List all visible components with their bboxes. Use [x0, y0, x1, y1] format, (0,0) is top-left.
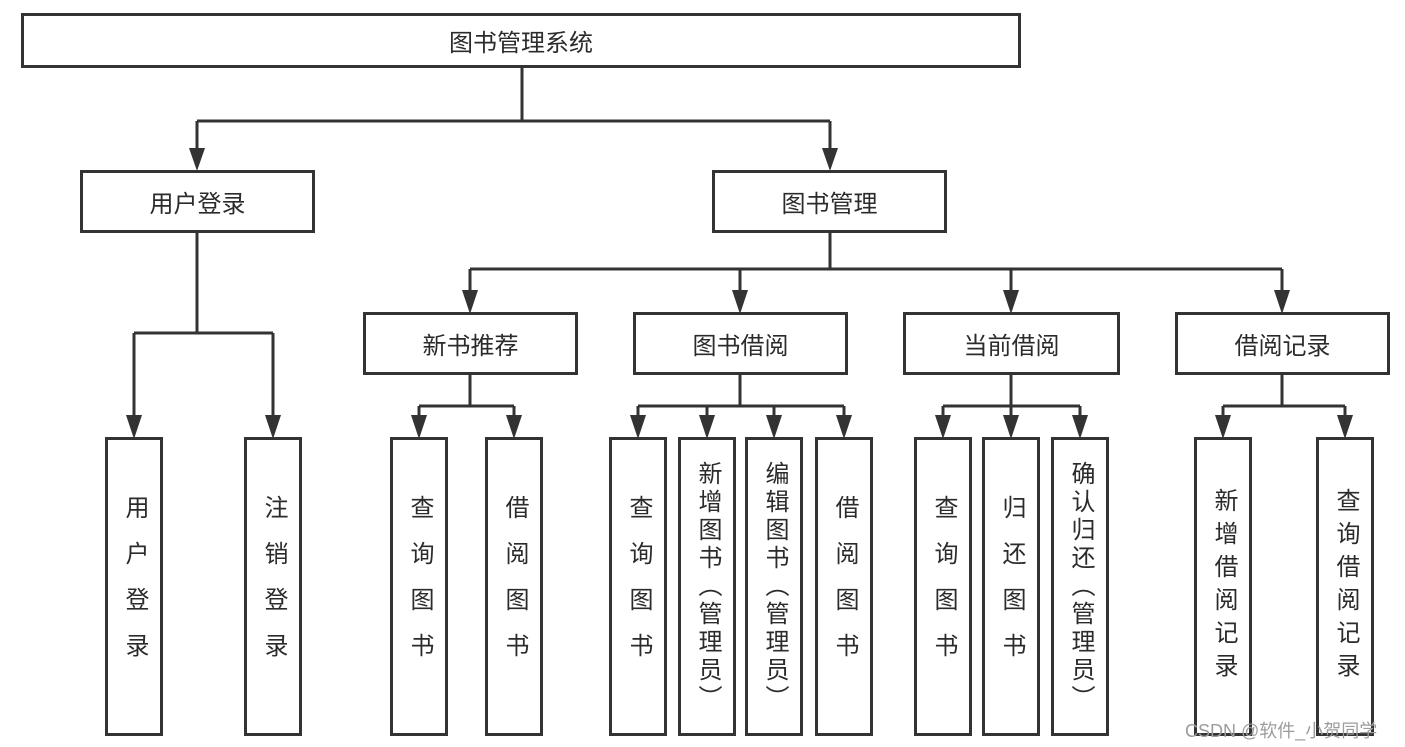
leaf-label: 用户登录: [121, 494, 148, 679]
leaf-label: 新增图书（管理员）: [694, 460, 721, 713]
leaf-label: 借阅图书: [831, 494, 858, 679]
node-book-management: 图书管理: [712, 170, 947, 233]
arrow-down-icon: [1072, 415, 1088, 439]
arrowheads: [126, 148, 1353, 439]
node-book-borrow: 图书借阅: [633, 312, 848, 375]
leaf-query-books-recommend: 查询图书: [390, 437, 448, 736]
csdn-watermark: CSDN @软件_小贺同学: [1185, 721, 1378, 741]
leaf-query-borrow-record: 查询借阅记录: [1316, 437, 1374, 736]
arrow-down-icon: [630, 415, 646, 439]
leaf-query-books-borrow: 查询图书: [609, 437, 667, 736]
connector-current-borrow: [941, 375, 1082, 417]
connector-root: [195, 68, 832, 150]
arrow-down-icon: [935, 415, 951, 439]
arrow-down-icon: [766, 415, 782, 439]
leaf-edit-books-admin: 编辑图书（管理员）: [745, 437, 803, 736]
connector-book-management: [468, 233, 1284, 292]
leaf-label: 查询图书: [406, 494, 433, 679]
arrow-down-icon: [1003, 290, 1019, 314]
node-label: 新书推荐: [422, 333, 519, 360]
leaf-label: 查询图书: [930, 494, 957, 679]
arrow-down-icon: [1215, 415, 1231, 439]
leaf-user-login: 用户登录: [105, 437, 163, 736]
node-user-login: 用户登录: [80, 170, 315, 233]
connector-borrow-records: [1221, 375, 1347, 417]
node-label: 用户登录: [149, 191, 246, 218]
leaf-label: 查询图书: [625, 494, 652, 679]
leaf-return-books: 归还图书: [982, 437, 1040, 736]
arrow-down-icon: [1003, 415, 1019, 439]
arrow-down-icon: [126, 415, 142, 439]
connector-book-borrow: [636, 375, 846, 417]
node-label: 当前借阅: [963, 333, 1060, 360]
node-label: 图书管理: [781, 191, 878, 218]
leaf-label: 查询借阅记录: [1332, 487, 1359, 686]
connector-new-book-recommend: [417, 375, 516, 417]
node-label: 借阅记录: [1234, 333, 1331, 360]
leaf-add-books-admin: 新增图书（管理员）: [678, 437, 736, 736]
arrow-down-icon: [822, 148, 838, 171]
arrow-down-icon: [732, 290, 748, 314]
node-label: 图书借阅: [692, 333, 789, 360]
leaf-label: 借阅图书: [501, 494, 528, 679]
leaf-add-borrow-record: 新增借阅记录: [1194, 437, 1252, 736]
arrow-down-icon: [1274, 290, 1290, 314]
leaf-query-books-current: 查询图书: [914, 437, 972, 736]
leaf-label: 注销登录: [260, 494, 287, 679]
arrow-down-icon: [411, 415, 427, 439]
leaf-logout: 注销登录: [244, 437, 302, 736]
node-borrow-records: 借阅记录: [1175, 312, 1390, 375]
node-current-borrow: 当前借阅: [903, 312, 1120, 375]
arrow-down-icon: [1337, 415, 1353, 439]
arrow-down-icon: [189, 148, 205, 171]
leaf-label: 编辑图书（管理员）: [761, 460, 788, 713]
node-library-system: 图书管理系统: [21, 13, 1021, 68]
leaf-label: 新增借阅记录: [1210, 487, 1237, 686]
arrow-down-icon: [836, 415, 852, 439]
arrow-down-icon: [462, 290, 478, 314]
node-label: 图书管理系统: [449, 30, 593, 57]
arrow-down-icon: [506, 415, 522, 439]
leaf-borrow-books-recommend: 借阅图书: [485, 437, 543, 736]
connector-user-login: [132, 233, 275, 417]
leaf-borrow-books: 借阅图书: [815, 437, 873, 736]
connector-stems: [132, 68, 1347, 417]
leaf-confirm-return-admin: 确认归还（管理员）: [1051, 437, 1109, 736]
leaf-label: 归还图书: [998, 494, 1025, 679]
arrow-down-icon: [265, 415, 281, 439]
node-new-book-recommend: 新书推荐: [363, 312, 578, 375]
leaf-label: 确认归还（管理员）: [1067, 460, 1094, 713]
arrow-down-icon: [699, 415, 715, 439]
